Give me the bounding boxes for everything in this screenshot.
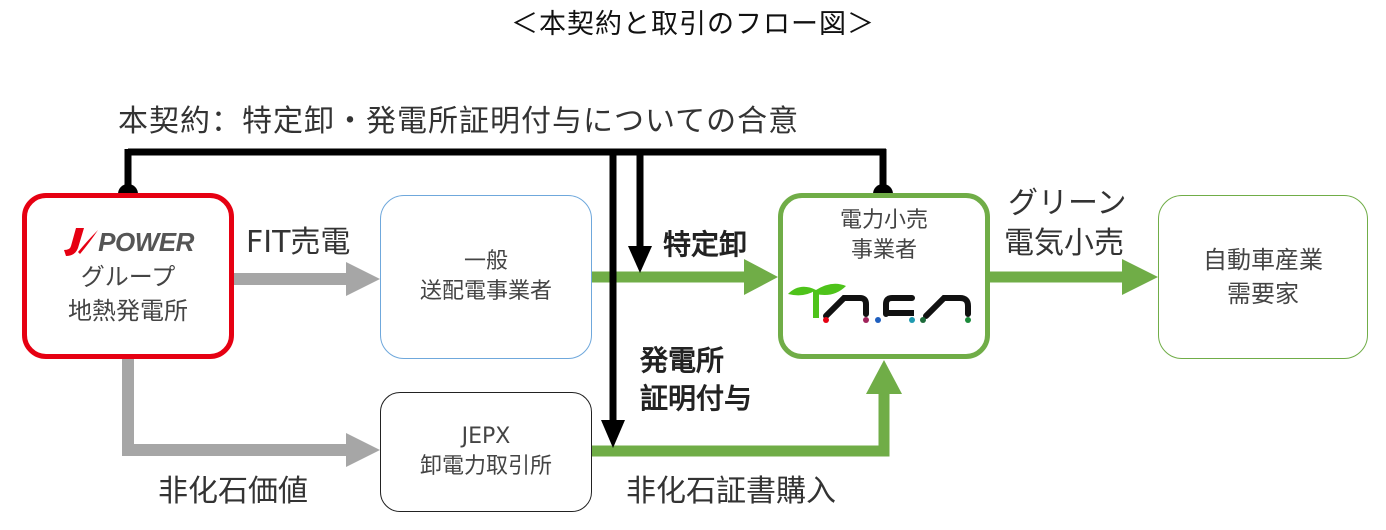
node-grid-operator: 一般 送配電事業者 (380, 195, 592, 359)
plant-cert-label: 発電所 証明付与 (640, 342, 752, 418)
fit-sale-arrow (234, 262, 380, 296)
green-retail-line1: グリーン (1008, 186, 1127, 221)
retailer-line1: 電力小売 (839, 208, 928, 233)
contract-label: 本契約：特定卸・発電所証明付与についての合意 (118, 104, 800, 139)
auto-line1: 自動車産業 (1203, 246, 1323, 274)
jpower-line2: 地熱発電所 (68, 297, 188, 325)
grid-line1: 一般 (463, 249, 508, 274)
non-fossil-purchase-label: 非化石証書購入 (626, 474, 836, 509)
plant-cert-line2: 証明付与 (640, 382, 753, 415)
node-auto-industry-customer: 自動車産業 需要家 (1158, 195, 1368, 359)
node-power-retailer: 電力小売 事業者 (778, 193, 990, 359)
jpower-line1: グループ (80, 263, 176, 291)
jepx-line1: JEPX (461, 424, 511, 449)
non-fossil-purchase-arrow (592, 360, 902, 457)
wholesale-down-arrow (628, 152, 652, 273)
non-fossil-value-arrow (122, 359, 380, 467)
jpower-logo: POWER (62, 224, 194, 258)
green-retail-arrow (990, 259, 1158, 295)
taga-logo-icon (788, 283, 971, 323)
specific-wholesale-arrow (592, 259, 778, 295)
green-retail-line2: 電気小売 (1004, 226, 1124, 261)
grid-line2: 送配電事業者 (419, 279, 552, 304)
non-fossil-value-label: 非化石価値 (158, 474, 308, 509)
plant-cert-line1: 発電所 (640, 344, 725, 377)
specific-wholesale-label: 特定卸 (663, 228, 748, 261)
green-retail-label: グリーン 電気小売 (1004, 184, 1127, 264)
jpower-j-icon (64, 228, 99, 256)
diagram-title: ＜本契約と取引のフロー図＞ (511, 9, 875, 40)
retailer-line2: 事業者 (850, 238, 917, 263)
cert-down-arrow (601, 152, 625, 448)
auto-line2: 需要家 (1227, 280, 1299, 308)
node-jepx: JEPX 卸電力取引所 (380, 392, 592, 512)
jepx-line2: 卸電力取引所 (419, 454, 552, 479)
fit-sale-label: FIT売電 (246, 225, 351, 260)
jpower-logo-text: POWER (98, 227, 194, 257)
node-jpower-geothermal: POWER グループ 地熱発電所 (22, 193, 234, 359)
